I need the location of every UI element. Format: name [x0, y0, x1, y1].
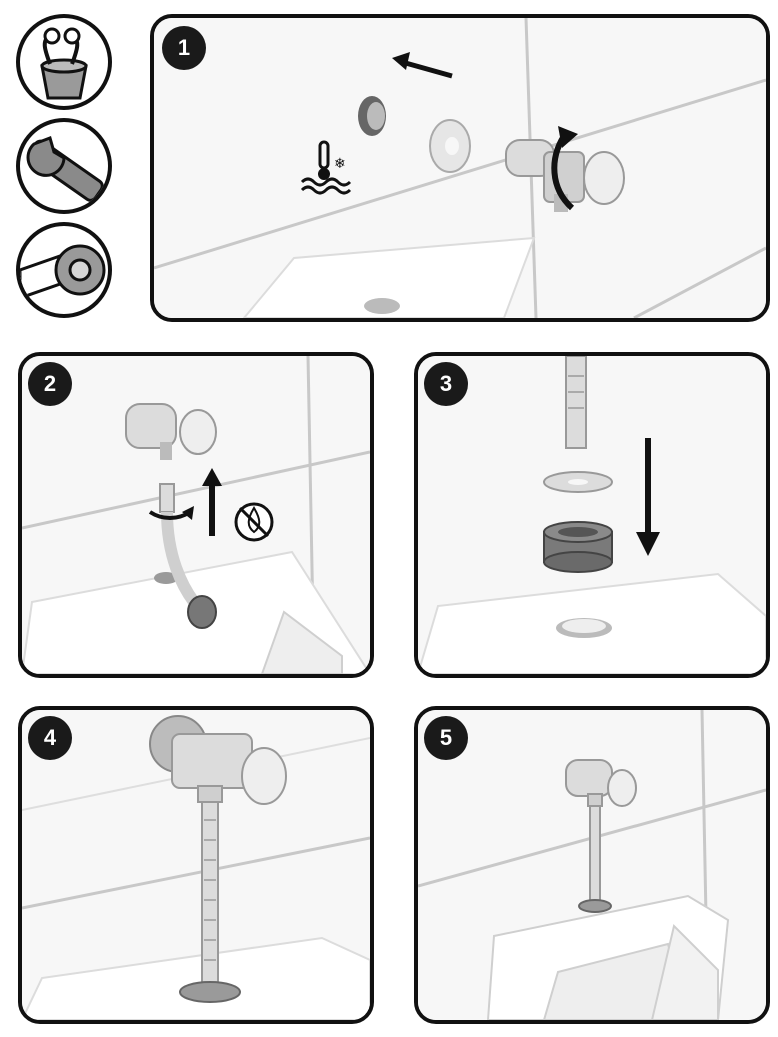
step-1-illustration: ❄ — [154, 18, 766, 318]
step-3-panel: 3 — [414, 352, 770, 678]
rotate-arrow-icon — [551, 126, 578, 211]
step-5-badge: 5 — [424, 716, 468, 760]
step-4-illustration — [22, 710, 370, 1020]
step-3-badge: 3 — [424, 362, 468, 406]
flush-valve-icon — [125, 403, 217, 460]
step-2-illustration — [22, 356, 370, 674]
up-arrow-icon — [202, 468, 222, 536]
flush-valve-icon — [149, 715, 287, 805]
rubber-seal-icon — [543, 521, 613, 573]
pipe-icon — [578, 805, 612, 913]
no-grease-icon — [234, 502, 274, 542]
step-2-panel: 2 — [18, 352, 374, 678]
temperature-water-icon: ❄ — [300, 140, 352, 195]
tool-sealant-icon — [16, 14, 112, 110]
pipe-icon — [159, 483, 217, 629]
step-2-badge: 2 — [28, 362, 72, 406]
down-arrow-icon — [636, 438, 660, 556]
rotate-arrow-icon — [148, 506, 194, 520]
escutcheon-ring-icon — [543, 471, 613, 493]
wall-socket-icon — [358, 96, 386, 136]
left-arrow-icon — [392, 52, 453, 79]
tool-wrench-icon — [16, 118, 112, 214]
step-1-panel: 1 ❄ — [150, 14, 770, 322]
step-1-badge: 1 — [162, 26, 206, 70]
step-3-illustration — [418, 356, 766, 674]
step-5-illustration — [418, 710, 766, 1020]
pipe-icon — [565, 356, 587, 449]
svg-text:❄: ❄ — [334, 156, 346, 172]
tool-ptfe-tape-icon — [16, 222, 112, 318]
escutcheon-ring-icon — [429, 119, 471, 173]
step-4-badge: 4 — [28, 716, 72, 760]
step-5-panel: 5 — [414, 706, 770, 1024]
step-4-panel: 4 — [18, 706, 374, 1024]
pipe-icon — [179, 801, 241, 1003]
